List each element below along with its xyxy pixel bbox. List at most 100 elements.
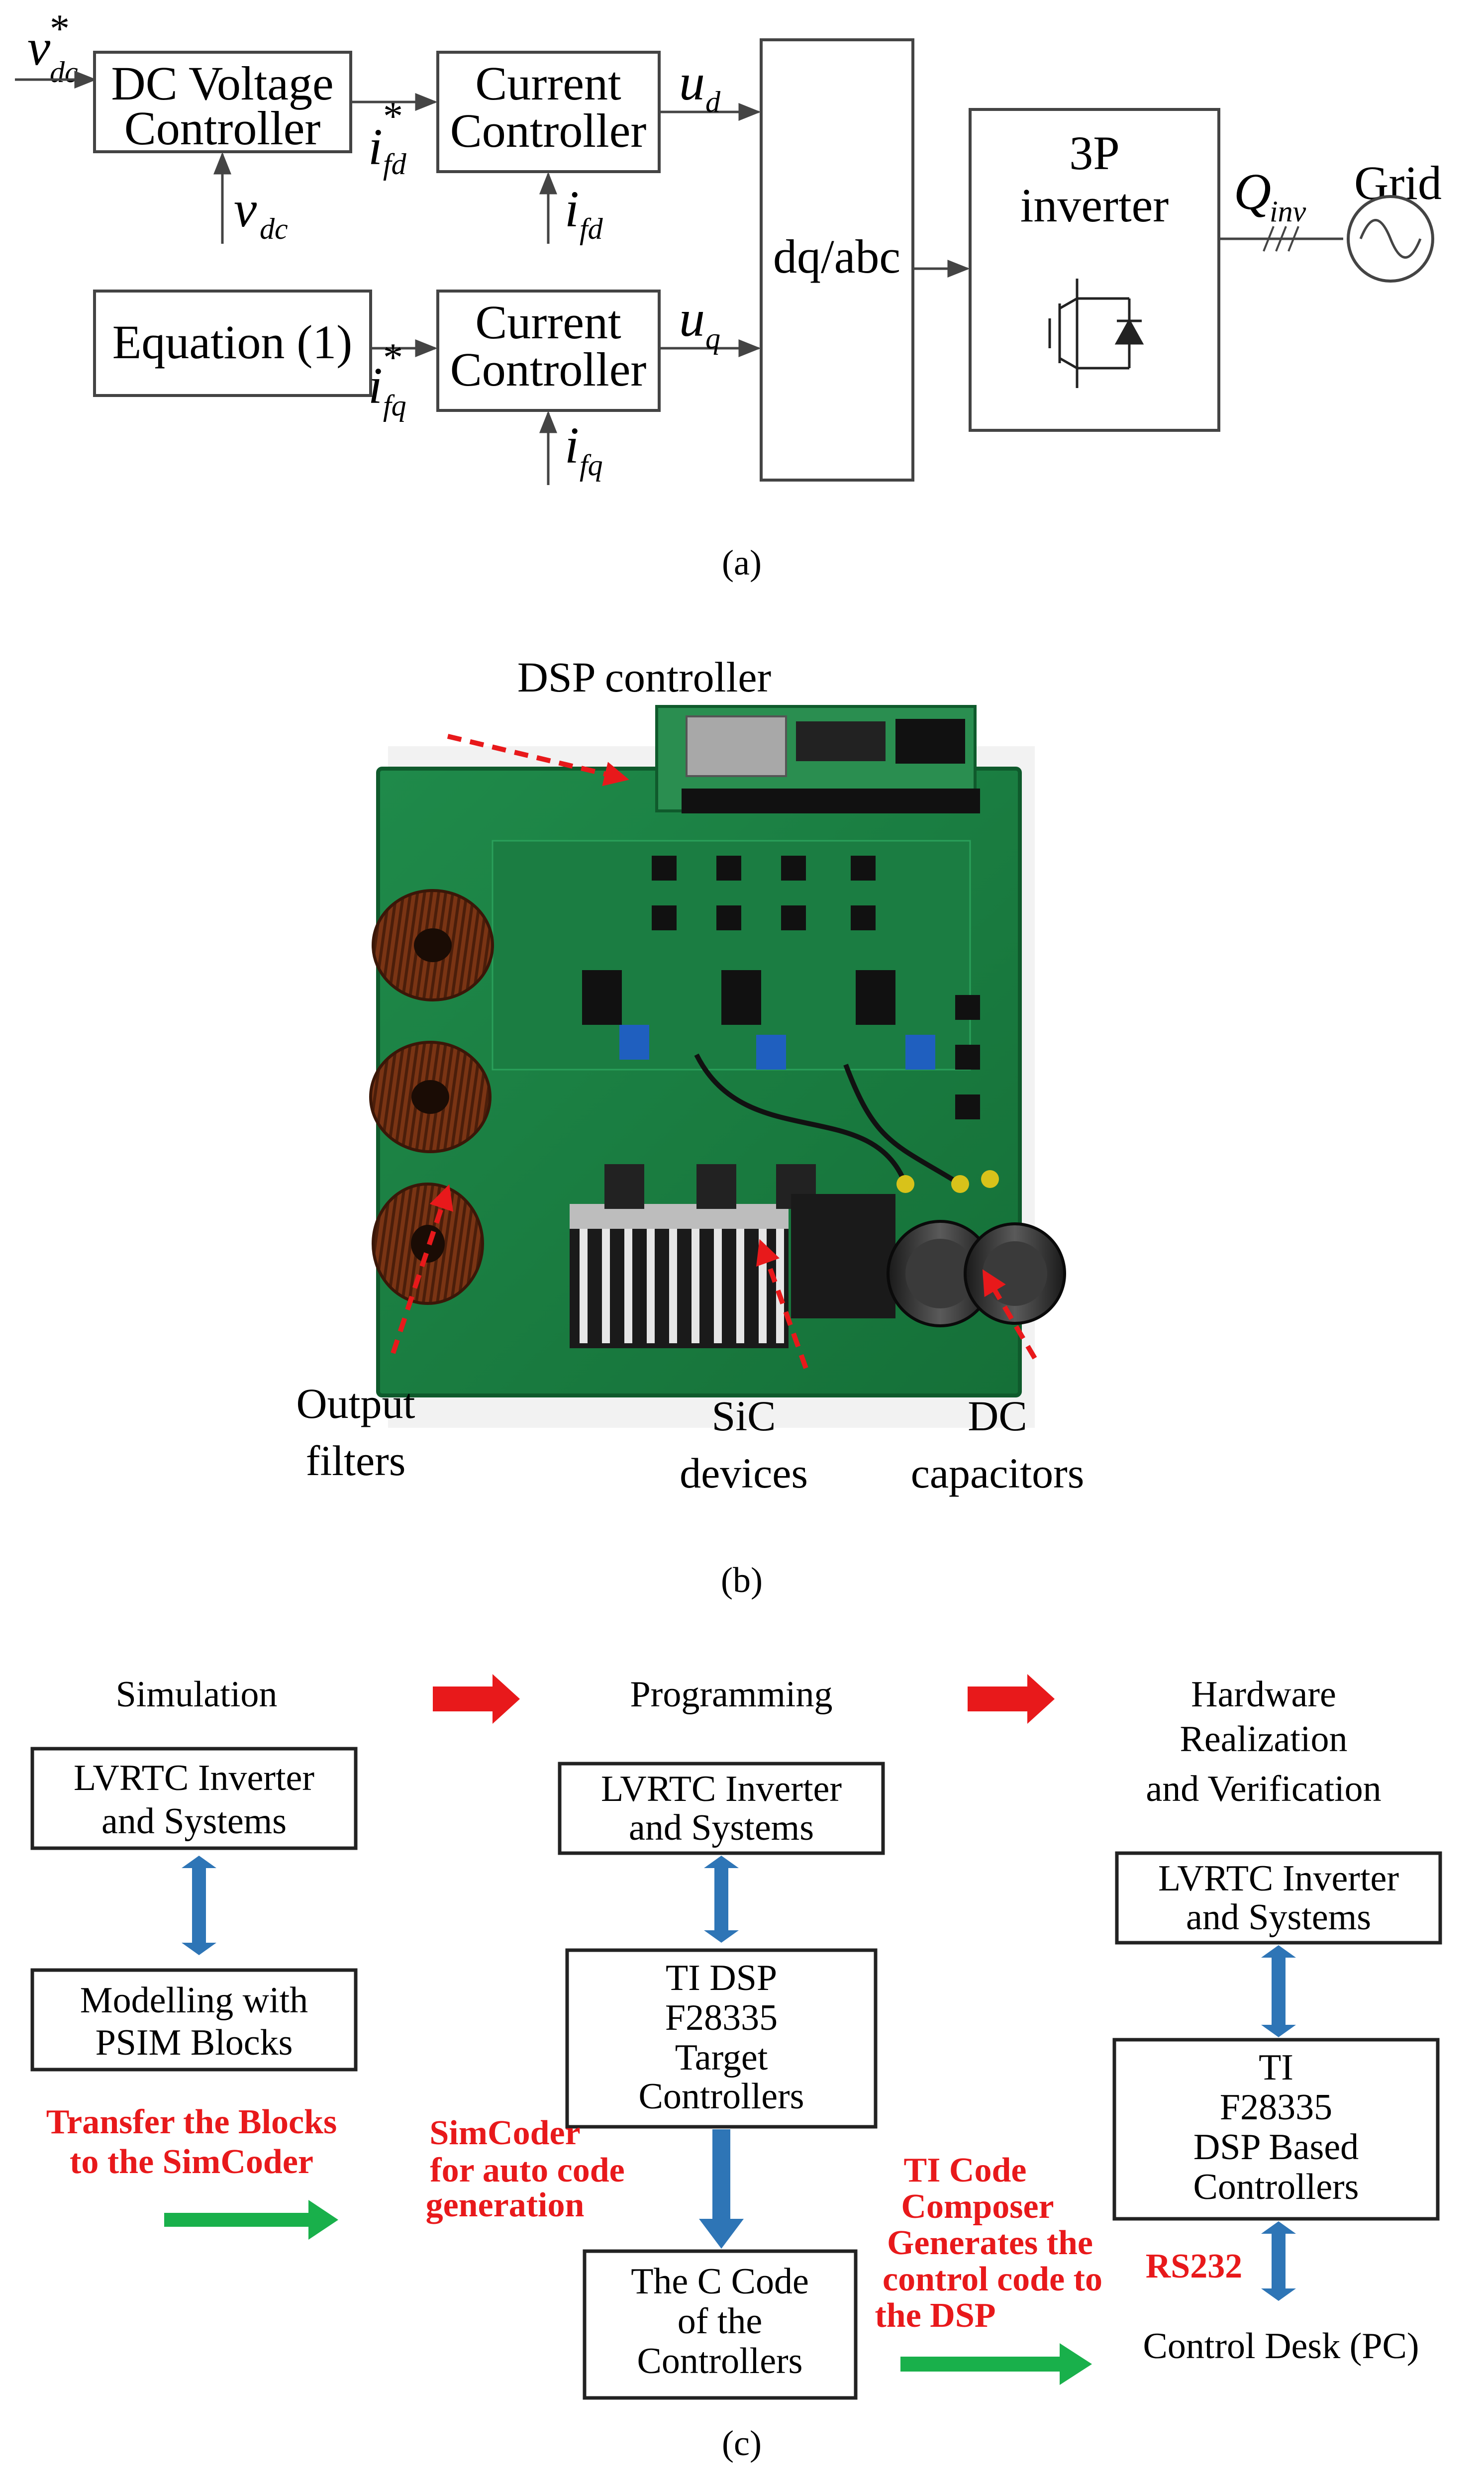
- current-controller-q-line2: Controller: [450, 343, 647, 396]
- ifd-ref-sub: fd: [383, 148, 407, 181]
- dq-abc-label: dq/abc: [773, 230, 900, 283]
- sim-lvrtc-line2: and Systems: [101, 1801, 287, 1842]
- ti-dsp-line3: Target: [675, 2037, 768, 2078]
- vdc-ref-sub: dc: [50, 56, 78, 89]
- cap-pointer-arrow: [982, 1269, 1037, 1360]
- dsp-controller-label: DSP controller: [517, 653, 771, 701]
- vdc-feedback-sub: dc: [260, 212, 288, 245]
- inverter-line1: 3P: [1069, 126, 1119, 180]
- dc-capacitors-line2: capacitors: [911, 1449, 1085, 1497]
- current-controller-q-block: [436, 290, 661, 412]
- ifq-feedback-sub: fq: [580, 449, 603, 482]
- panel-c-diagram: Simulation Programming Hardware Realizat…: [30, 1674, 1442, 2400]
- psim-box: [30, 1968, 358, 2072]
- sim-double-arrow: [182, 1856, 216, 1955]
- psim-line2: PSIM Blocks: [96, 2022, 293, 2063]
- inverter-line2: inverter: [1020, 179, 1169, 232]
- ud-label: u: [679, 54, 705, 111]
- equation-label: Equation (1): [112, 315, 353, 369]
- sim-lvrtc-line1: LVRTC Inverter: [74, 1758, 314, 1798]
- ti-f28335-line2: F28335: [1220, 2087, 1332, 2128]
- green-arrow-1: [164, 2200, 338, 2240]
- panel-a-diagram: v * dc DC Voltage Controller v dc i * fd…: [15, 7, 1442, 485]
- dc-voltage-controller-line2: Controller: [124, 101, 321, 155]
- vdc-ref-star: *: [50, 7, 70, 51]
- stage-simulation: Simulation: [116, 1674, 278, 1715]
- dc-capacitors-line1: DC: [968, 1392, 1027, 1440]
- c-code-line2: of the: [678, 2301, 763, 2342]
- prog-double-arrow: [704, 1856, 739, 1943]
- ti-f28335-box: [1112, 2038, 1440, 2221]
- vdc-ref-label: v: [27, 19, 51, 76]
- inverter-block: [969, 108, 1220, 432]
- ti-code-note-line5: the DSP: [875, 2296, 995, 2335]
- ud-sub: d: [705, 86, 721, 118]
- codegen-arrow: [699, 2129, 744, 2249]
- output-filter-coils: [369, 889, 494, 1305]
- stage-hardware-line3: and Verification: [1146, 1769, 1381, 1809]
- psim-line1: Modelling with: [80, 1980, 308, 2021]
- hw-lvrtc-line1: LVRTC Inverter: [1158, 1858, 1399, 1899]
- ti-code-note-line4: control code to: [883, 2260, 1102, 2298]
- grid-sine-icon: [1359, 219, 1422, 259]
- output-filters-line1: Output: [297, 1380, 415, 1427]
- ti-f28335-line4: Controllers: [1193, 2167, 1359, 2207]
- green-arrow-2: [900, 2343, 1092, 2385]
- rs232-double-arrow: [1261, 2221, 1296, 2301]
- hw-lvrtc-line2: and Systems: [1186, 1897, 1371, 1938]
- prog-lvrtc-line1: LVRTC Inverter: [601, 1769, 842, 1809]
- simcoder-note-line1: SimCoder: [429, 2114, 580, 2152]
- simcoder-note-line3: generation: [426, 2186, 585, 2224]
- output-filters-line2: filters: [306, 1437, 406, 1485]
- ti-dsp-line1: TI DSP: [666, 1958, 777, 1998]
- stage-hardware-line1: Hardware: [1191, 1674, 1336, 1715]
- current-controller-d-line1: Current: [475, 57, 621, 110]
- ifd-feedback-label: i: [565, 181, 579, 238]
- dc-voltage-controller-line1: DC Voltage: [111, 57, 333, 110]
- hw-lvrtc-box: [1115, 1851, 1442, 1945]
- qinv-sub: inv: [1270, 195, 1306, 228]
- ti-dsp-line4: Controllers: [639, 2076, 804, 2117]
- sic-heatsinks: [570, 1164, 895, 1348]
- ifq-ref-label: i: [368, 357, 383, 414]
- qinv-label: Q: [1234, 163, 1271, 220]
- c-code-line1: The C Code: [631, 2261, 809, 2302]
- control-desk-label: Control Desk (PC): [1143, 2326, 1419, 2367]
- sic-devices-line1: SiC: [711, 1392, 776, 1440]
- hw-double-arrow: [1261, 1945, 1296, 2037]
- ti-code-note-line2: Composer: [901, 2187, 1054, 2226]
- ifd-ref-label: i: [368, 118, 383, 176]
- stage-hardware-line2: Realization: [1180, 1719, 1348, 1760]
- panel-b-labels: DSP controller Output filters SiC device…: [297, 653, 1085, 1497]
- ifq-ref-sub: fq: [383, 389, 406, 422]
- stage-arrow-1: [433, 1674, 520, 1724]
- caption-c: (c): [722, 2423, 762, 2463]
- transfer-note-line1: Transfer the Blocks: [46, 2103, 337, 2141]
- ifq-feedback-label: i: [565, 417, 579, 474]
- uq-label: u: [679, 290, 705, 347]
- rs232-note: RS232: [1146, 2247, 1242, 2285]
- transfer-note-line2: to the SimCoder: [70, 2143, 313, 2181]
- dsp-pointer-arrow: [447, 734, 629, 786]
- sim-lvrtc-box: [30, 1747, 358, 1850]
- dq-abc-block: [760, 38, 914, 482]
- simcoder-note-line2: for auto code: [430, 2151, 624, 2189]
- stage-programming: Programming: [630, 1674, 833, 1715]
- ti-code-note-line1: TI Code: [904, 2151, 1027, 2189]
- ifd-ref-star: *: [383, 95, 403, 138]
- c-code-line3: Controllers: [637, 2341, 803, 2382]
- igbt-diode-icon: [1048, 279, 1144, 388]
- sic-devices-line2: devices: [680, 1449, 808, 1497]
- ifd-feedback-sub: fd: [580, 212, 603, 245]
- panel-b-photo: [369, 705, 1066, 1428]
- current-controller-q-line1: Current: [475, 296, 621, 349]
- vdc-feedback-label: v: [234, 181, 257, 238]
- equation-block: [93, 290, 372, 397]
- stage-arrow-2: [968, 1674, 1055, 1724]
- ti-f28335-line3: DSP Based: [1193, 2127, 1359, 2168]
- prog-lvrtc-box: [558, 1762, 885, 1855]
- caption-a: (a): [722, 543, 762, 583]
- dc-capacitors: [887, 1220, 1066, 1327]
- caption-b: (b): [721, 1560, 763, 1600]
